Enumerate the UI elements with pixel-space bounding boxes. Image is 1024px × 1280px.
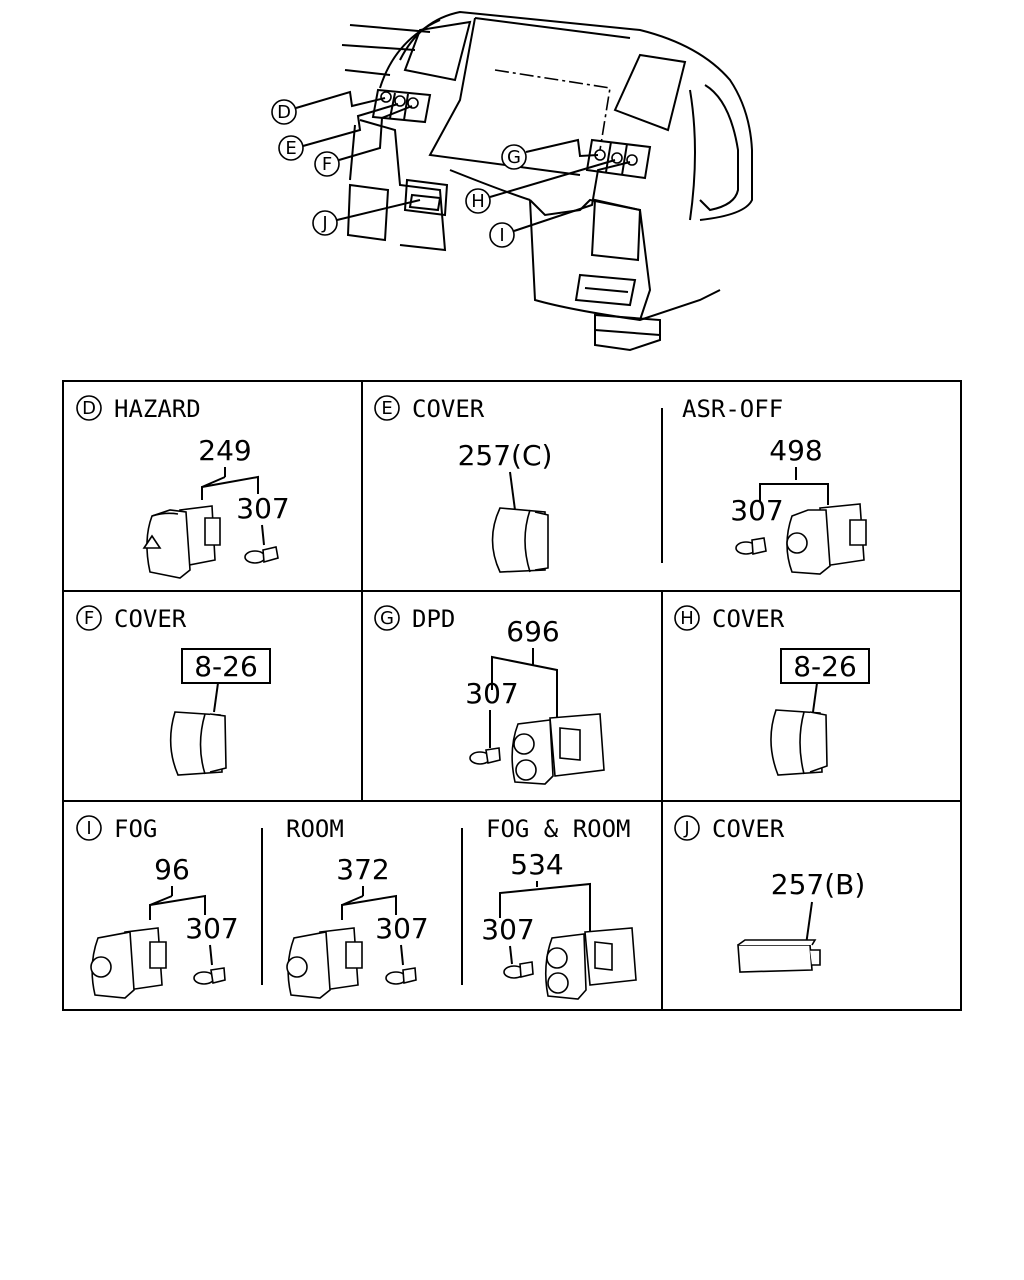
panel-i-combo-assembly-number: 534 xyxy=(510,848,563,881)
callout-d-letter: D xyxy=(277,102,291,123)
panel-e-part-number: 257(C) xyxy=(458,439,553,472)
panel-i-room-assembly-number: 372 xyxy=(336,853,389,886)
panel-e-assembly-number: 498 xyxy=(769,434,822,467)
dpd-icon xyxy=(513,733,535,755)
panel-h-letter: H xyxy=(680,608,694,629)
room-switch-drawing xyxy=(286,927,363,999)
panel-d-letter: D xyxy=(82,398,96,419)
room-light-icon xyxy=(286,956,308,978)
panel-f-title: COVER xyxy=(114,605,187,633)
panel-i-combo-title: FOG & ROOM xyxy=(486,815,631,843)
bulb-drawing xyxy=(244,524,279,564)
panel-i-fog-room: FOG & ROOM 534 307 xyxy=(481,815,637,1000)
panel-i-combo-bulb-number: 307 xyxy=(481,913,534,946)
callout-h-letter: H xyxy=(471,191,485,212)
dpd-switch-drawing xyxy=(511,713,605,785)
callout-j-circle xyxy=(312,210,338,236)
panel-h-title: COVER xyxy=(712,605,785,633)
asr-off-icon xyxy=(786,532,808,554)
fog-light-icon xyxy=(90,956,112,978)
panel-i-title: FOG xyxy=(114,815,157,843)
hazard-triangle-icon xyxy=(142,534,162,549)
room-light-icon xyxy=(547,972,569,994)
panel-i-room-bulb-number: 307 xyxy=(375,912,428,945)
cover-f-drawing xyxy=(169,711,227,776)
callout-h-circle xyxy=(465,188,491,214)
panel-i-assembly-number: 96 xyxy=(154,853,190,886)
panel-g-title: DPD xyxy=(412,605,455,633)
panel-d-bulb-number: 307 xyxy=(236,492,289,525)
callout-g-letter: G xyxy=(507,147,521,168)
panel-d-assembly-number: 249 xyxy=(198,434,251,467)
fog-light-icon xyxy=(546,947,568,969)
callout-f-letter: F xyxy=(322,154,332,175)
panel-d-title: HAZARD xyxy=(114,395,201,423)
panel-i-room: ROOM 372 307 xyxy=(286,815,429,999)
bulb-drawing xyxy=(503,945,534,979)
panel-e-sub-title: ASR-OFF xyxy=(682,395,783,423)
dashboard-overview xyxy=(341,10,753,352)
panel-f-letter: F xyxy=(84,608,94,629)
cover-e-drawing xyxy=(491,507,549,573)
panel-e-letter: E xyxy=(381,398,392,419)
parts-grid xyxy=(62,380,962,1011)
panel-h-ref-number: 8-26 xyxy=(793,650,857,683)
panel-j-part-number: 257(B) xyxy=(771,868,866,901)
hazard-switch-drawing xyxy=(142,505,221,579)
callout-i-circle xyxy=(489,222,515,248)
panel-i-letter: I xyxy=(86,818,91,839)
panel-g-bulb-number: 307 xyxy=(465,677,518,710)
panel-f-cover: F COVER 8-26 xyxy=(76,605,271,776)
cover-h-drawing xyxy=(770,709,828,776)
panel-d-hazard: D HAZARD 249 307 xyxy=(76,395,290,579)
bulb-drawing xyxy=(193,944,226,985)
callout-e-letter: E xyxy=(285,138,296,159)
callout-i-letter: I xyxy=(499,225,504,246)
asr-off-switch-drawing xyxy=(786,503,867,575)
fog-room-switch-drawing xyxy=(544,927,637,1000)
panel-i-fog: I FOG 96 307 xyxy=(76,815,239,999)
callout-g-circle xyxy=(501,144,527,170)
bulb-drawing xyxy=(735,537,767,555)
panel-g-letter: G xyxy=(380,608,394,629)
panel-e-title: COVER xyxy=(412,395,485,423)
cover-j-drawing xyxy=(737,939,821,973)
panel-h-cover: H COVER 8-26 xyxy=(674,605,870,776)
callout-f-circle xyxy=(314,151,340,177)
panel-j-title: COVER xyxy=(712,815,785,843)
callout-j-letter: J xyxy=(321,213,327,234)
panel-i-bulb-number: 307 xyxy=(185,912,238,945)
panel-g-assembly-number: 696 xyxy=(506,615,559,648)
overview-callouts: D E F G H I J xyxy=(271,90,631,248)
callout-e-circle xyxy=(278,135,304,161)
bulb-drawing xyxy=(385,944,417,985)
panel-g-dpd: G DPD 696 307 xyxy=(374,605,605,785)
panel-e-bulb-number: 307 xyxy=(730,494,783,527)
fog-switch-drawing xyxy=(90,927,167,999)
panel-j-letter: J xyxy=(683,818,689,839)
panel-f-ref-number: 8-26 xyxy=(194,650,258,683)
panel-i-room-title: ROOM xyxy=(286,815,344,843)
panel-j-cover: J COVER 257(B) xyxy=(674,815,866,973)
bulb-drawing xyxy=(469,710,501,765)
panel-e-cover: E COVER 257(C) ASR-OFF 498 307 xyxy=(374,395,867,575)
callout-d-circle xyxy=(271,99,297,125)
